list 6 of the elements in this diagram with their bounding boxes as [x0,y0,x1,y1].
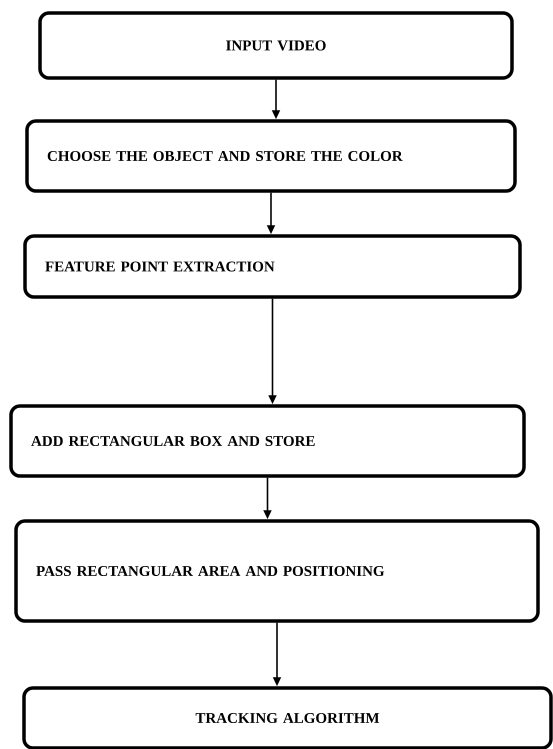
process-box: FEATURE POINT EXTRACTION [23,234,522,299]
process-box: CHOOSE THE OBJECT AND STORE THE COLOR [25,119,517,193]
process-box: ADD RECTANGULAR BOX AND STORE [9,404,526,478]
process-box: PASS RECTANGULAR AREA AND POSITIONING [14,519,540,623]
process-box: TRACKING ALGORITHM [22,686,553,749]
process-box: INPUT VIDEO [38,11,514,80]
